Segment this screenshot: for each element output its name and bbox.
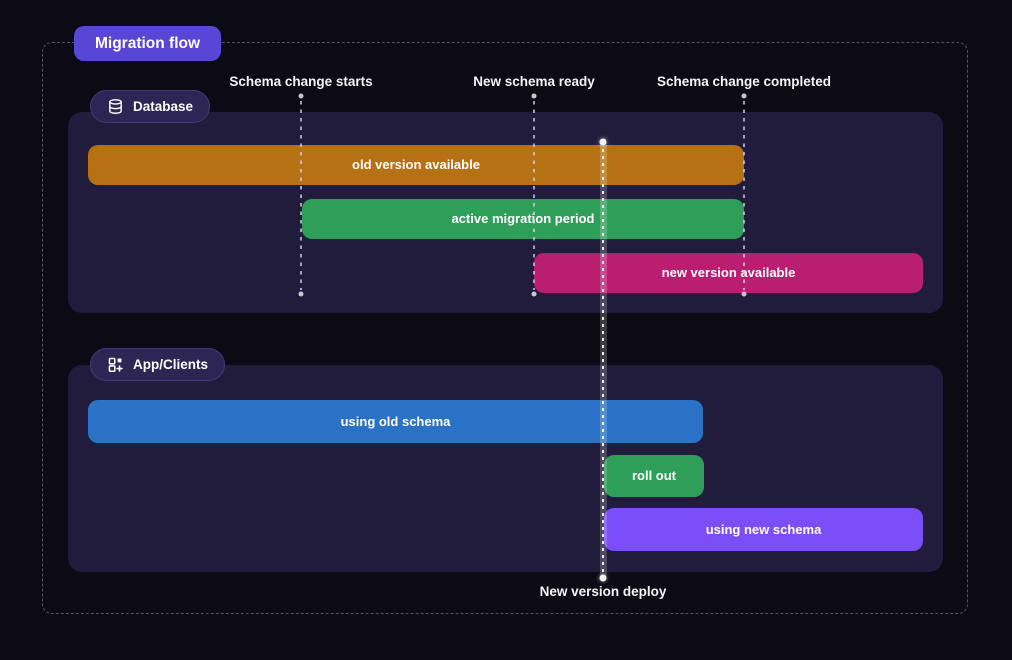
milestone-dot-bottom-schema-change-completed	[741, 291, 747, 297]
database-icon	[107, 98, 124, 115]
milestone-label-new-schema-ready: New schema ready	[473, 74, 595, 89]
bar-using-new-schema: using new schema	[604, 508, 923, 551]
section-badge-label: App/Clients	[133, 357, 209, 372]
milestone-dot-top-schema-change-starts	[298, 93, 304, 99]
milestone-dot-top-new-schema-ready	[531, 93, 537, 99]
bar-using-old-schema: using old schema	[88, 400, 703, 443]
milestone-dot-top-schema-change-completed	[741, 93, 747, 99]
bar-old-version-available: old version available	[88, 145, 744, 185]
title-badge-label: Migration flow	[95, 34, 201, 52]
milestone-line-schema-change-starts	[300, 101, 302, 290]
bar-new-version-available: new version available	[534, 253, 923, 293]
bar-roll-out: roll out	[604, 455, 704, 497]
milestone-label-schema-change-completed: Schema change completed	[656, 74, 832, 89]
milestone-line-schema-change-completed	[743, 101, 745, 290]
diagram-frame	[42, 42, 968, 614]
milestone-dot-bottom-new-schema-ready	[531, 291, 537, 297]
milestone-line-new-schema-ready	[533, 101, 535, 290]
milestone-label-schema-change-starts: Schema change starts	[229, 74, 373, 89]
deploy-label: New version deploy	[539, 584, 667, 599]
title-badge: Migration flow	[74, 26, 222, 61]
milestone-dot-bottom-schema-change-starts	[298, 291, 304, 297]
section-badge-database: Database	[90, 90, 211, 123]
section-badge-label: Database	[133, 99, 194, 114]
apps-icon	[107, 356, 124, 373]
bar-active-migration-period: active migration period	[302, 199, 744, 239]
deploy-dot-top	[599, 138, 607, 146]
deploy-dot-bottom	[599, 574, 607, 582]
section-badge-app-clients: App/Clients	[90, 348, 226, 381]
deploy-line	[599, 142, 607, 578]
